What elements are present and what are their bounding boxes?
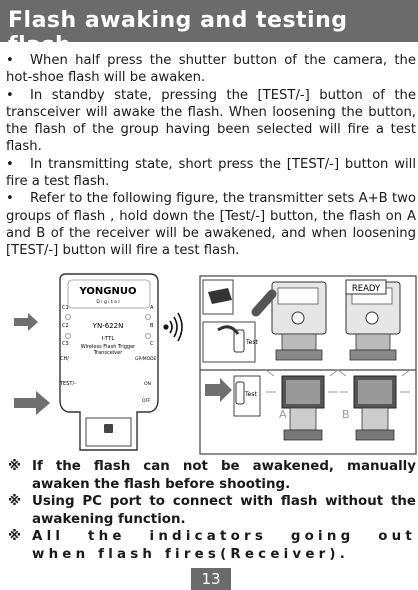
note-mark: ※ (8, 529, 26, 545)
label-gp-mode: GP/MODE (135, 356, 157, 362)
hotshoe-foot-icon (85, 417, 132, 447)
note-item: ※ Using PC port to connect with flash wit… (8, 493, 416, 528)
label-c: C (150, 341, 154, 347)
indicator-led-icon (145, 314, 151, 320)
label-test: TEST/- (59, 381, 76, 387)
indicator-led-icon (145, 333, 151, 339)
transceiver-device: YONGNUO D i g i t a l YN-622N I-TTL Wire… (59, 273, 159, 451)
finger-icon (208, 288, 232, 304)
page-number: 13 (191, 568, 231, 590)
bullet-text: In transmitting state, short press the [… (6, 156, 416, 190)
test-label-1: Test (245, 339, 258, 346)
wireless-signal-icon (163, 312, 183, 342)
device-desc-2: Transceiver (93, 350, 123, 356)
label-c1: C1 (62, 305, 69, 311)
label-off: OFF (142, 398, 151, 404)
flash-firing-icon (265, 369, 339, 441)
page-title: Flash awaking and testing flash (8, 8, 348, 58)
page-title-banner: Flash awaking and testing flash (0, 0, 418, 58)
note-item: ※ All the indicators going out when flash… (8, 528, 416, 563)
flash-firing-icon (337, 369, 411, 441)
flash-diagram: Test READY Test (199, 275, 417, 455)
bullet-text: Refer to the following figure, the trans… (6, 191, 416, 259)
notes: ※ If the flash can not be awakened, manua… (8, 458, 416, 564)
indicator-led-icon (65, 314, 71, 320)
instructions: •When half press the shutter button of t… (6, 52, 416, 260)
indicator-led-icon (65, 333, 71, 339)
note-mark: ※ (8, 459, 22, 474)
flash-unit-icon (345, 281, 401, 361)
test-button-icon (233, 329, 245, 353)
bullet-item: •In transmitting state, short press the … (6, 156, 416, 191)
arrow-right-icon (14, 391, 50, 415)
label-on: ON (144, 381, 151, 387)
bullet-item: •When half press the shutter button of t… (6, 52, 416, 87)
bullet-item: •In standby state, pressing the [TEST/-]… (6, 87, 416, 156)
test-label-2: Test (244, 391, 257, 398)
flash-unit-icon (271, 281, 327, 361)
device-desc-1: Wireless Flash Trigger (81, 344, 136, 350)
note-mark: ※ (8, 494, 22, 510)
group-b-label: B (342, 408, 350, 421)
bullet-marker: • (6, 53, 14, 68)
test-button-icon (235, 381, 245, 405)
bullet-marker: • (6, 191, 14, 207)
bullet-marker: • (6, 156, 14, 172)
bullet-text: In standby state, pressing the [TEST/-] … (6, 87, 416, 155)
bullet-marker: • (6, 87, 14, 103)
ittl-label: I-TTL (102, 336, 116, 342)
label-ch: CH/ (60, 356, 69, 362)
ready-indicator: READY (352, 284, 381, 294)
hand-icon (251, 289, 277, 317)
brand-logo: YONGNUO (79, 286, 137, 297)
figure-transceiver-flash: YONGNUO D i g i t a l YN-622N I-TTL Wire… (14, 273, 417, 455)
label-a: A (150, 305, 154, 311)
brand-sub: D i g i t a l (96, 299, 119, 305)
bullet-text: When half press the shutter button of th… (6, 53, 416, 86)
arrow-right-icon (205, 378, 232, 402)
note-text: Using PC port to connect with flash with… (32, 494, 416, 527)
model-label: YN-622N (92, 322, 124, 330)
note-text: All the indicators going out when flash … (32, 529, 416, 562)
group-a-label: A (279, 408, 287, 421)
label-c2: C2 (62, 323, 69, 329)
arrow-right-icon (14, 313, 38, 331)
label-c3: C3 (62, 341, 69, 347)
note-text: If the flash can not be awakened, manual… (32, 459, 416, 492)
hotshoe-pin-icon (104, 424, 113, 433)
note-item: ※ If the flash can not be awakened, manua… (8, 458, 416, 493)
finger-icon (217, 325, 240, 335)
bullet-item: •Refer to the following figure, the tran… (6, 190, 416, 259)
label-b: B (150, 323, 154, 329)
